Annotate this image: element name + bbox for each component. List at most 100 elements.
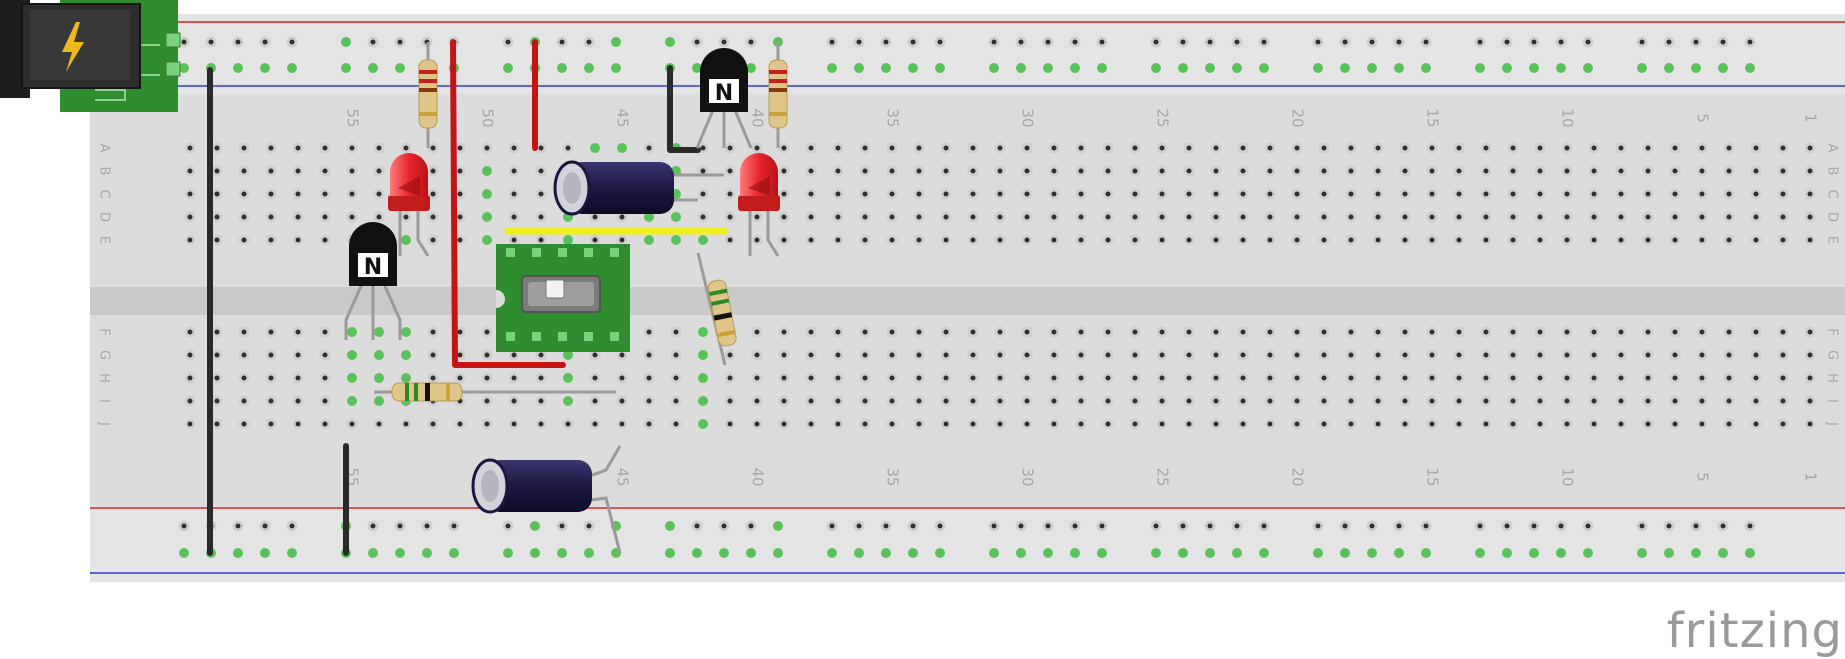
breadboard-hole[interactable]	[1264, 418, 1276, 430]
breadboard-hole[interactable]	[1696, 395, 1708, 407]
breadboard-hole[interactable]	[1399, 234, 1411, 246]
power-rail-hole[interactable]	[1393, 520, 1405, 532]
breadboard-hole[interactable]	[1021, 188, 1033, 200]
breadboard-hole[interactable]	[319, 142, 331, 154]
breadboard-hole[interactable]	[1237, 395, 1249, 407]
power-rail-hole[interactable]	[448, 520, 460, 532]
breadboard-hole[interactable]	[724, 188, 736, 200]
breadboard-hole[interactable]	[832, 165, 844, 177]
breadboard-hole[interactable]	[265, 188, 277, 200]
breadboard-hole[interactable]	[1588, 211, 1600, 223]
breadboard-hole[interactable]	[1102, 142, 1114, 154]
breadboard-hole[interactable]	[1507, 165, 1519, 177]
breadboard-hole[interactable]	[1507, 188, 1519, 200]
breadboard-hole[interactable]	[1183, 326, 1195, 338]
breadboard-hole[interactable]	[644, 235, 654, 245]
power-rail-hole[interactable]	[719, 548, 729, 558]
power-rail-hole[interactable]	[1420, 520, 1432, 532]
power-rail-hole[interactable]	[745, 520, 757, 532]
breadboard-hole[interactable]	[778, 326, 790, 338]
power-rail-hole[interactable]	[934, 520, 946, 532]
power-rail-hole[interactable]	[341, 63, 351, 73]
breadboard-hole[interactable]	[859, 418, 871, 430]
breadboard-hole[interactable]	[697, 188, 709, 200]
breadboard-hole[interactable]	[1318, 395, 1330, 407]
breadboard-hole[interactable]	[292, 234, 304, 246]
breadboard-hole[interactable]	[211, 234, 223, 246]
power-rail-hole[interactable]	[530, 521, 540, 531]
breadboard-hole[interactable]	[265, 349, 277, 361]
breadboard-hole[interactable]	[1345, 165, 1357, 177]
breadboard-hole[interactable]	[967, 142, 979, 154]
power-rail-hole[interactable]	[1204, 36, 1216, 48]
breadboard-hole[interactable]	[1156, 142, 1168, 154]
breadboard-hole[interactable]	[238, 395, 250, 407]
power-rail-hole[interactable]	[907, 520, 919, 532]
power-rail-hole[interactable]	[1042, 36, 1054, 48]
power-rail-hole[interactable]	[1502, 63, 1512, 73]
power-rail-hole[interactable]	[1367, 63, 1377, 73]
breadboard-hole[interactable]	[967, 165, 979, 177]
breadboard-hole[interactable]	[1345, 188, 1357, 200]
breadboard-hole[interactable]	[589, 418, 601, 430]
breadboard-hole[interactable]	[940, 165, 952, 177]
breadboard-hole[interactable]	[1669, 211, 1681, 223]
breadboard-hole[interactable]	[1318, 349, 1330, 361]
breadboard-hole[interactable]	[1075, 326, 1087, 338]
breadboard-hole[interactable]	[778, 418, 790, 430]
breadboard-hole[interactable]	[1372, 326, 1384, 338]
power-rail-hole[interactable]	[1664, 548, 1674, 558]
power-rail-hole[interactable]	[1258, 520, 1270, 532]
power-rail-hole[interactable]	[556, 520, 568, 532]
power-rail-hole[interactable]	[1231, 520, 1243, 532]
breadboard-hole[interactable]	[1426, 234, 1438, 246]
breadboard-hole[interactable]	[913, 349, 925, 361]
breadboard-hole[interactable]	[401, 327, 411, 337]
breadboard-hole[interactable]	[265, 142, 277, 154]
breadboard-hole[interactable]	[1210, 234, 1222, 246]
power-rail-hole[interactable]	[881, 63, 891, 73]
breadboard-hole[interactable]	[1399, 395, 1411, 407]
breadboard-hole[interactable]	[994, 188, 1006, 200]
power-rail-hole[interactable]	[1718, 548, 1728, 558]
breadboard-hole[interactable]	[1480, 349, 1492, 361]
breadboard-hole[interactable]	[1669, 165, 1681, 177]
breadboard-hole[interactable]	[1264, 372, 1276, 384]
breadboard-hole[interactable]	[184, 165, 196, 177]
power-rail-hole[interactable]	[557, 548, 567, 558]
breadboard-hole[interactable]	[751, 418, 763, 430]
breadboard-hole[interactable]	[859, 234, 871, 246]
power-rail-hole[interactable]	[232, 36, 244, 48]
breadboard-hole[interactable]	[1237, 188, 1249, 200]
breadboard-hole[interactable]	[1156, 418, 1168, 430]
led-left[interactable]	[388, 153, 430, 257]
breadboard-hole[interactable]	[1750, 165, 1762, 177]
breadboard-hole[interactable]	[1291, 349, 1303, 361]
breadboard-hole[interactable]	[481, 372, 493, 384]
breadboard-hole[interactable]	[1156, 165, 1168, 177]
power-rail-hole[interactable]	[1474, 520, 1486, 532]
breadboard-hole[interactable]	[347, 350, 357, 360]
breadboard-hole[interactable]	[1399, 142, 1411, 154]
breadboard-hole[interactable]	[616, 418, 628, 430]
power-rail-hole[interactable]	[692, 548, 702, 558]
breadboard-hole[interactable]	[1777, 349, 1789, 361]
breadboard-hole[interactable]	[1534, 349, 1546, 361]
breadboard-hole[interactable]	[508, 372, 520, 384]
power-rail-hole[interactable]	[584, 63, 594, 73]
breadboard-hole[interactable]	[1102, 165, 1114, 177]
breadboard-hole[interactable]	[319, 372, 331, 384]
breadboard-hole[interactable]	[1480, 211, 1492, 223]
power-rail-hole[interactable]	[1475, 63, 1485, 73]
power-rail-hole[interactable]	[826, 520, 838, 532]
breadboard-hole[interactable]	[805, 372, 817, 384]
breadboard-hole[interactable]	[1156, 395, 1168, 407]
breadboard-hole[interactable]	[1156, 326, 1168, 338]
breadboard-hole[interactable]	[1696, 372, 1708, 384]
resistor-r3[interactable]	[696, 252, 737, 366]
breadboard-hole[interactable]	[184, 188, 196, 200]
breadboard-hole[interactable]	[1345, 234, 1357, 246]
capacitor-bottom[interactable]	[471, 445, 622, 554]
breadboard-hole[interactable]	[1804, 188, 1816, 200]
breadboard-hole[interactable]	[670, 349, 682, 361]
